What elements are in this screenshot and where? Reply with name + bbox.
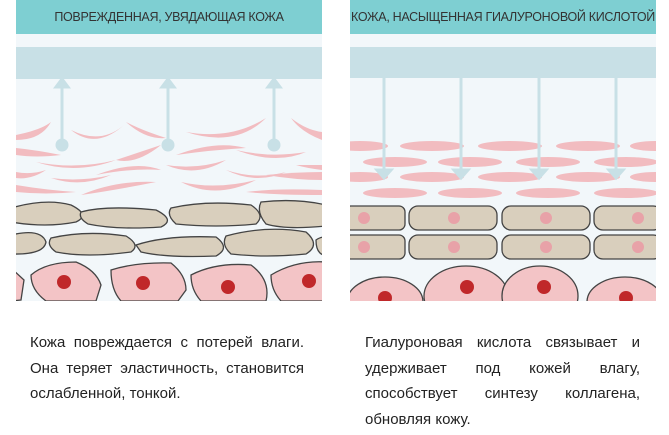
damaged-skin-caption: Кожа повреждается с потерей влаги. Она т…	[30, 334, 304, 402]
damaged-skin-illustration	[16, 47, 322, 301]
damaged-skin-title: ПОВРЕЖДЕННАЯ, УВЯДАЮЩАЯ КОЖА	[16, 0, 322, 34]
hydrated-skin-caption: Гиалуроновая кислота связывает и удержив…	[365, 334, 640, 428]
hydrated-skin-title: КОЖА, НАСЫЩЕННАЯ ГИАЛУРОНОВОЙ КИСЛОТОЙ	[350, 0, 656, 34]
hydrated-skin-panel: КОЖА, НАСЫЩЕННАЯ ГИАЛУРОНОВОЙ КИСЛОТОЙ	[350, 0, 656, 301]
damaged-skin-panel: ПОВРЕЖДЕННАЯ, УВЯДАЮЩАЯ КОЖА	[16, 0, 322, 301]
hydrated-skin-illustration	[350, 47, 656, 301]
